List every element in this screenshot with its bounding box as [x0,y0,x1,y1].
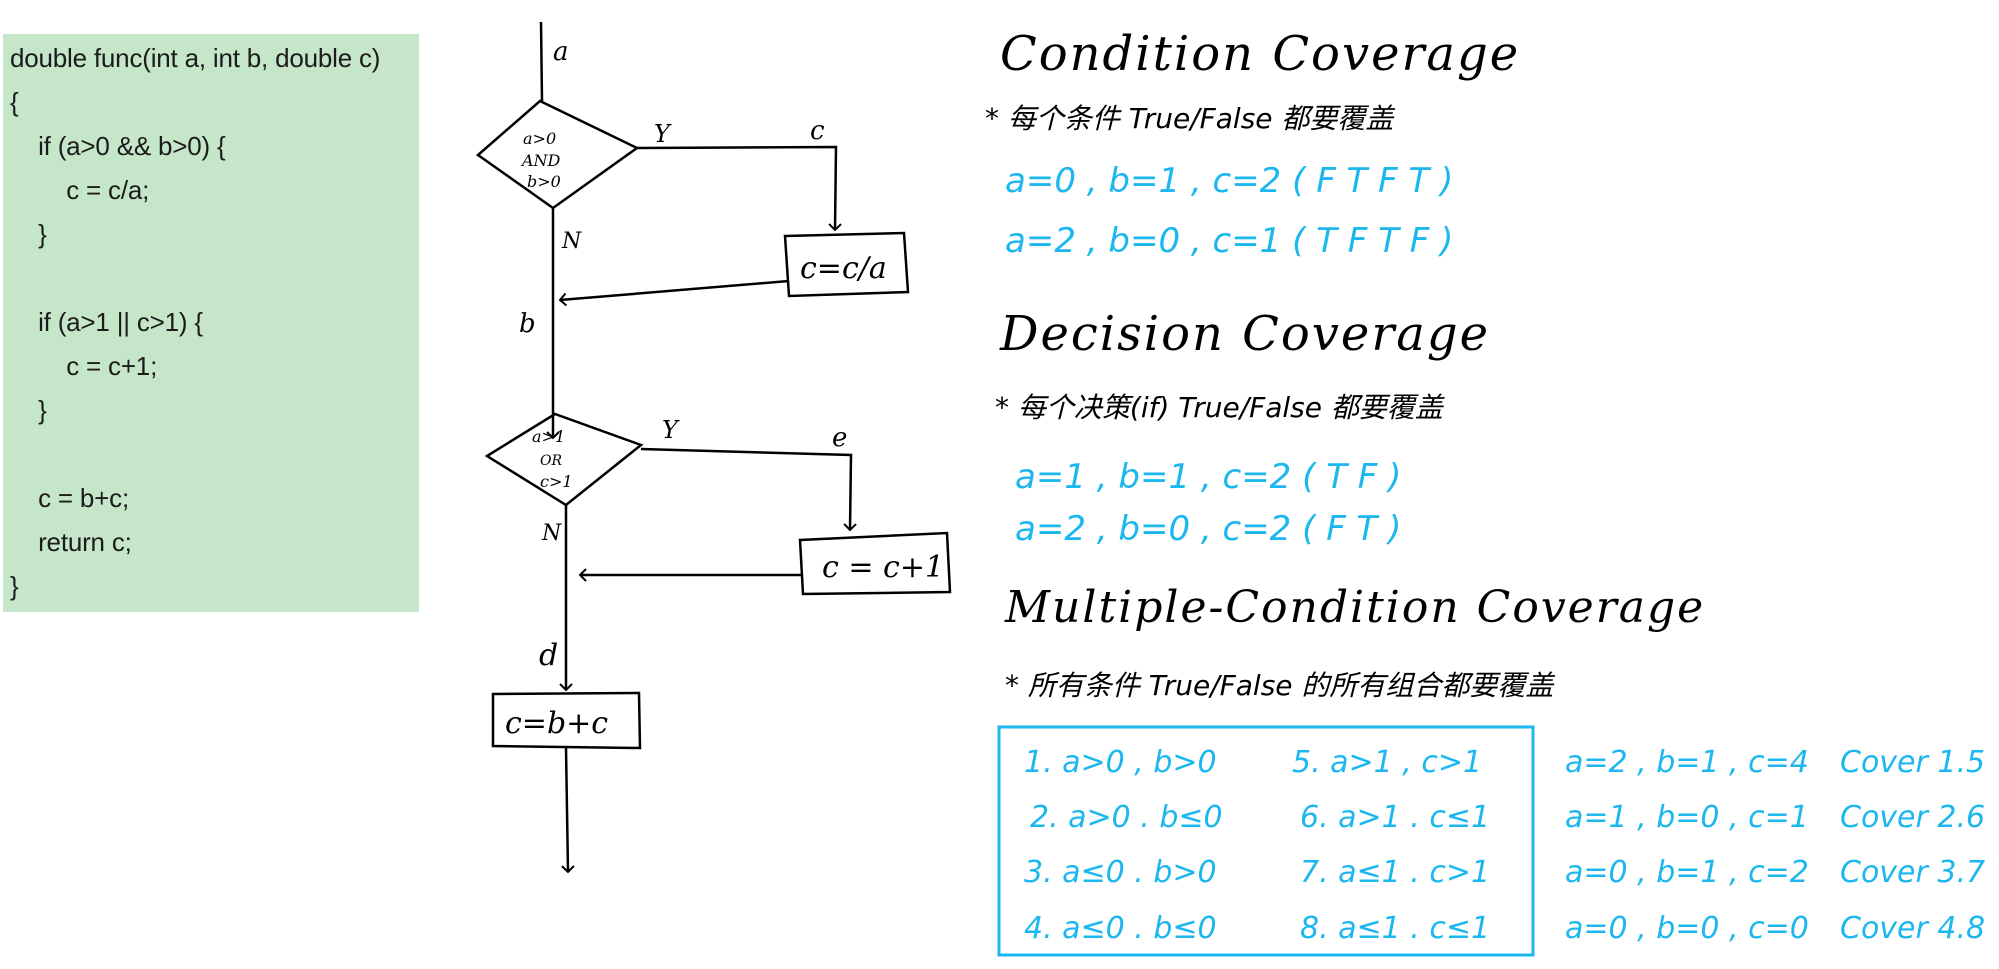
condition-case-2: a=2 , b=0 , c=1 ( T F T F ) [1005,221,1453,261]
condition-coverage-section: Condition Coverage * 每个条件 True/False 都要覆… [985,26,1520,261]
box-3-shape [491,691,642,750]
test-case-1: a=2 , b=1 , c=4 [1565,745,1809,780]
box-1-shape [783,231,910,298]
edge-b-label: b [519,309,536,339]
code-line: double func(int a, int b, double c) [10,43,381,73]
combo-left-2: 2. a>0 . b≤0 [1030,800,1223,835]
flowchart: a a>0 AND b>0 Y c c=c/a N b a>1 OR c>1 [475,21,952,874]
entry-label: a [553,37,569,67]
decision-coverage-heading: Decision Coverage [999,306,1490,362]
combo-left-4: 4. a≤0 . b≤0 [1024,911,1217,946]
combo-right-1: 5. a>1 , c>1 [1292,745,1482,780]
box-1-label: c=c/a [800,251,887,286]
code-panel: double func(int a, int b, double c) { if… [3,34,419,612]
code-line: return c; [10,527,132,557]
code-line: { [10,87,19,117]
decision-2-yes-label: Y [662,416,680,444]
test-case-4: a=0 , b=0 , c=0 [1565,911,1809,946]
test-case-2: a=1 , b=0 , c=1 [1565,800,1809,835]
condition-coverage-heading: Condition Coverage [1000,26,1520,82]
code-line: } [10,395,47,425]
edge-box1-return [558,279,790,307]
combo-left-1: 1. a>0 , b>0 [1024,745,1217,780]
code-line: c = c+1; [10,351,158,381]
condition-case-1: a=0 , b=1 , c=2 ( F T F T ) [1005,161,1453,201]
edge-d-label: d [539,638,558,673]
exit-edge [561,747,575,874]
decision-1-yes-label: Y [654,120,672,148]
code-line: if (a>0 && b>0) { [10,131,226,161]
decision-1-line1: a>0 [523,129,556,148]
decision-1-no-label: N [561,229,582,254]
code-line: c = b+c; [10,483,129,513]
edge-e-label: e [832,423,847,453]
decision-2-line1: a>1 [532,427,565,446]
decision-coverage-rule: * 每个决策(if) True/False 都要覆盖 [995,391,1445,424]
combo-right-4: 8. a≤1 . c≤1 [1300,911,1490,946]
decision-1-line2: AND [520,151,561,170]
decision-coverage-section: Decision Coverage * 每个决策(if) True/False … [995,306,1490,549]
combinations-box [997,725,1535,957]
edge-d1-yes [636,145,842,232]
combo-right-2: 6. a>1 . c≤1 [1300,800,1490,835]
decision-2-line3: c>1 [540,472,573,491]
edge-c-label: c [810,116,825,146]
multiple-coverage-rule: * 所有条件 True/False 的所有组合都要覆盖 [1005,669,1555,702]
condition-coverage-rule: * 每个条件 True/False 都要覆盖 [985,102,1395,135]
cover-label-4: Cover 4.8 [1840,911,1985,946]
multiple-coverage-heading: Multiple-Condition Coverage [1004,582,1705,633]
code-line: } [10,219,47,249]
cover-label-3: Cover 3.7 [1840,855,1985,890]
cover-label-1: Cover 1.5 [1840,745,1985,780]
combo-left-3: 3. a≤0 . b>0 [1024,855,1217,890]
decision-case-2: a=2 , b=0 , c=2 ( F T ) [1015,509,1401,549]
decision-2-no-label: N [541,521,562,546]
test-case-3: a=0 , b=1 , c=2 [1565,855,1809,890]
combo-right-3: 7. a≤1 . c>1 [1300,855,1490,890]
entry-edge [539,21,544,102]
decision-1-line3: b>0 [527,172,561,191]
code-line: } [10,571,19,601]
decision-case-1: a=1 , b=1 , c=2 ( T F ) [1015,457,1401,497]
edge-d2-yes [640,447,857,532]
box-2-label: c = c+1 [822,550,944,585]
multiple-condition-coverage-section: Multiple-Condition Coverage * 所有条件 True/… [997,582,1985,957]
cover-label-2: Cover 2.6 [1840,800,1985,835]
decision-2-shape [484,412,644,507]
code-line: c = c/a; [10,175,150,205]
box-3-label: c=b+c [505,706,608,741]
decision-2-line2: OR [540,453,562,469]
code-line: if (a>1 || c>1) { [10,307,203,337]
